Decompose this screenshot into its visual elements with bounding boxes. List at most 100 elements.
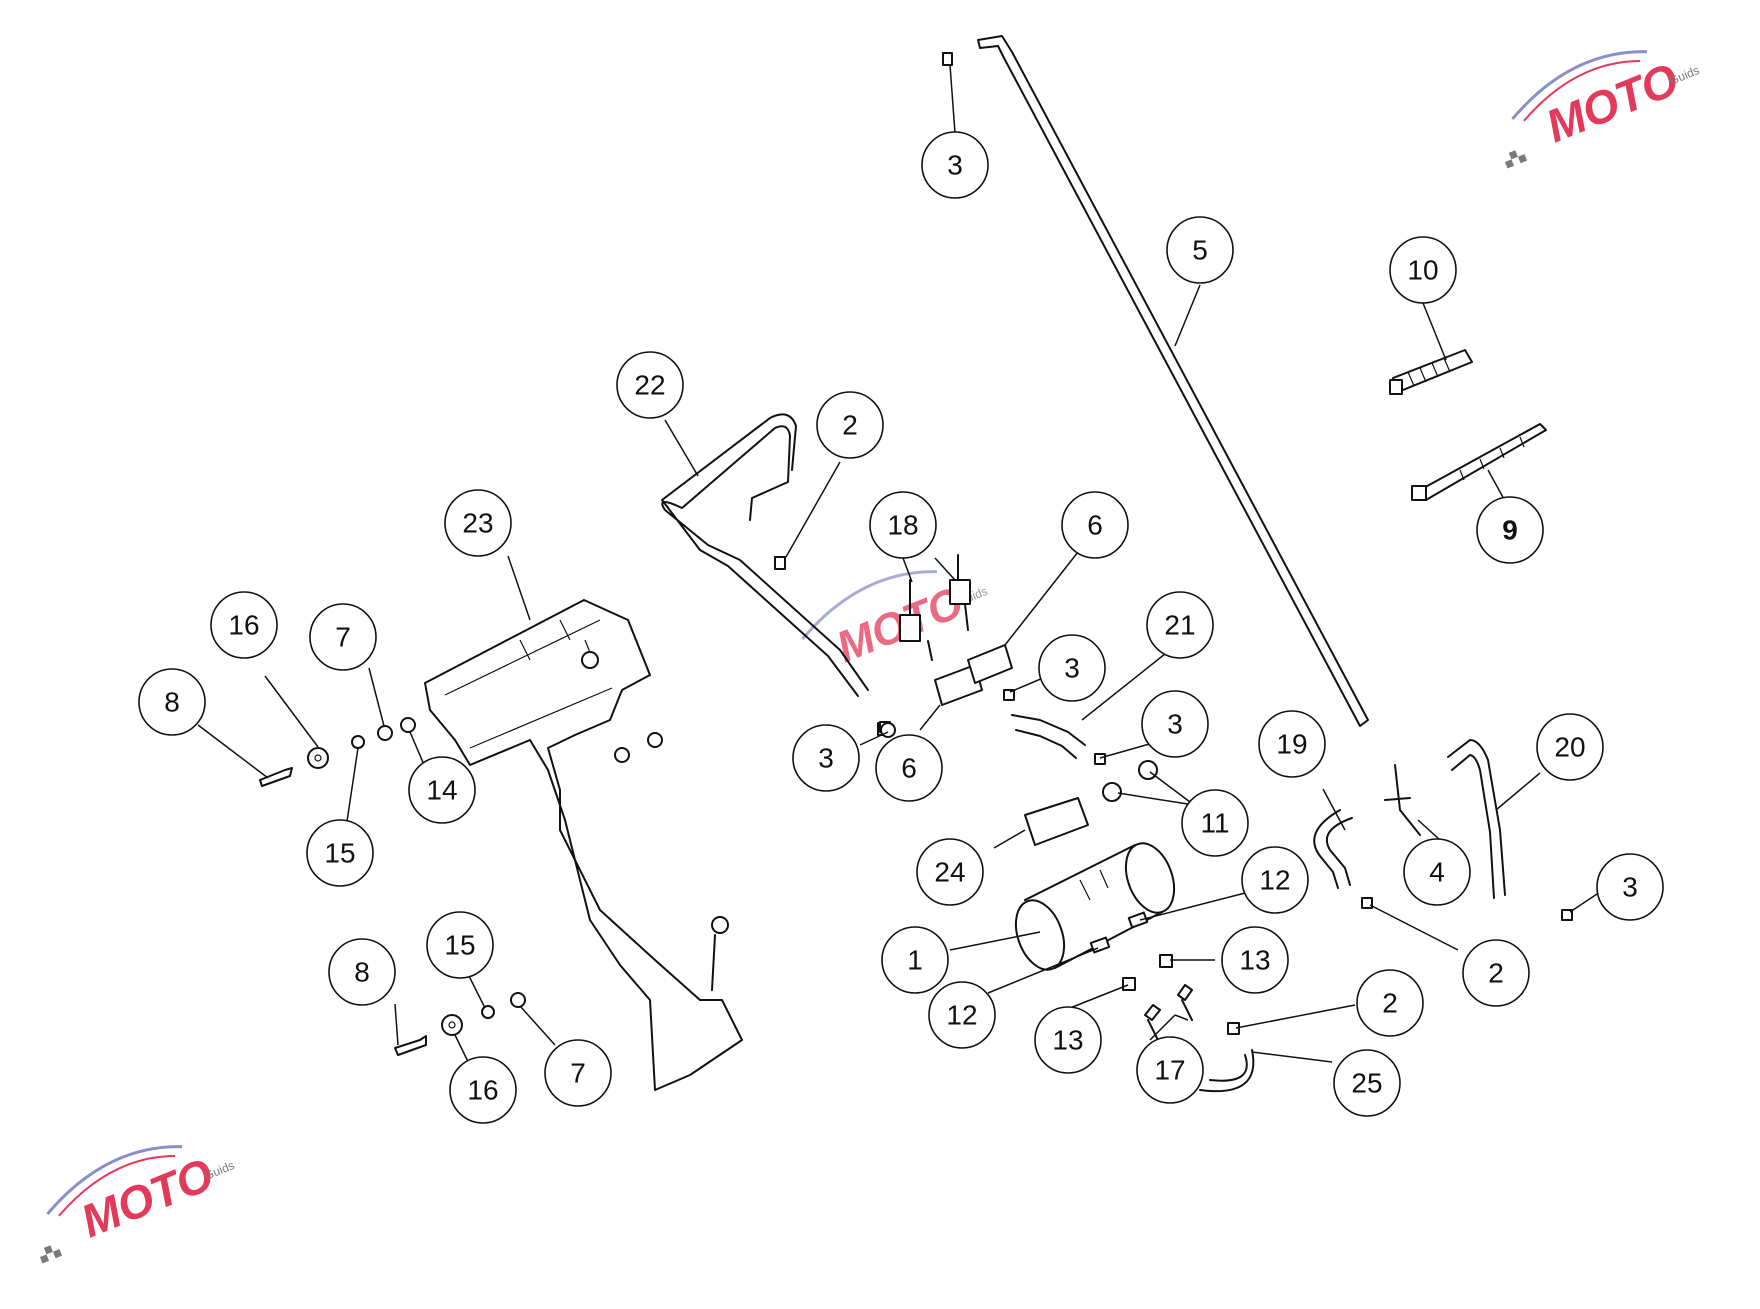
callout-12: 12	[1241, 846, 1309, 914]
part-washer-16b	[441, 1014, 463, 1036]
watermark-logo-bottom-left: MOTO Guids	[39, 1145, 236, 1264]
callout-15: 15	[426, 911, 494, 979]
callout-number: 25	[1351, 1068, 1382, 1099]
callout-circle	[616, 351, 684, 419]
callout-number: 1	[907, 945, 923, 976]
part-connector-6a	[934, 664, 983, 706]
callout-number: 3	[818, 743, 834, 774]
callout-circle	[875, 734, 943, 802]
part-washer-16a	[307, 747, 329, 769]
callout-circle	[306, 819, 374, 887]
callout-circle	[1034, 1006, 1102, 1074]
part-hose-20	[1447, 739, 1506, 899]
part-hose-19	[1313, 809, 1353, 889]
callout-number: 4	[1429, 857, 1445, 888]
callout-circle	[916, 838, 984, 906]
callout-21: 21	[1146, 591, 1214, 659]
callout-2: 2	[1462, 939, 1530, 1007]
callout-number: 11	[1200, 808, 1229, 839]
callout-circle	[426, 911, 494, 979]
callout-circle	[869, 491, 937, 559]
part-bolt-8b	[394, 1035, 427, 1056]
callout-2: 2	[816, 391, 884, 459]
callout-17: 17	[1136, 1036, 1204, 1104]
callout-circle	[544, 1039, 612, 1107]
callout-25: 25	[1333, 1049, 1401, 1117]
callout-3: 3	[1038, 634, 1106, 702]
part-hose-25	[1199, 1049, 1255, 1093]
watermark-brand: MOTO	[1539, 53, 1686, 153]
callout-11: 11	[1181, 789, 1249, 857]
callout-20: 20	[1536, 713, 1604, 781]
part-grommet-11b	[1138, 760, 1158, 780]
callout-circle	[1241, 846, 1309, 914]
callout-3: 3	[1596, 853, 1664, 921]
part-canister	[1014, 842, 1176, 971]
callout-number: 6	[1087, 510, 1103, 541]
callout-22: 22	[616, 351, 684, 419]
callout-number: 16	[467, 1075, 498, 1106]
callout-4: 4	[1403, 838, 1471, 906]
callout-number: 9	[1502, 515, 1518, 546]
callout-circle	[1536, 713, 1604, 781]
callout-number: 6	[901, 753, 917, 784]
part-nut-7a	[377, 725, 393, 741]
part-valve-18	[899, 554, 971, 661]
watermark-brand: MOTO	[74, 1148, 221, 1248]
callout-number: 5	[1192, 235, 1208, 266]
callout-number: 19	[1276, 729, 1307, 760]
part-grommet-11a	[1102, 782, 1122, 802]
callout-number: 8	[164, 687, 180, 718]
callout-number: 3	[1622, 872, 1638, 903]
callout-number: 18	[887, 510, 918, 541]
callout-circle	[1146, 591, 1214, 659]
callout-number: 13	[1239, 945, 1270, 976]
callout-number: 3	[947, 150, 963, 181]
callout-circle	[1356, 969, 1424, 1037]
callout-number: 16	[228, 610, 259, 641]
callout-number: 2	[1382, 988, 1398, 1019]
watermark-sub: Guids	[1667, 63, 1701, 88]
part-nut-15b	[481, 1005, 495, 1019]
callout-number: 8	[354, 957, 370, 988]
callout-23: 23	[444, 489, 512, 557]
callout-circle	[210, 591, 278, 659]
callout-number: 7	[335, 622, 351, 653]
callout-circle	[1476, 496, 1544, 564]
callout-number: 10	[1407, 255, 1438, 286]
part-nut-14	[400, 717, 416, 733]
part-bolt-17a	[1144, 1004, 1161, 1041]
callout-circle	[1258, 710, 1326, 778]
callout-number: 12	[946, 1000, 977, 1031]
callout-number: 14	[426, 775, 457, 806]
part-nut-15a	[351, 735, 365, 749]
callout-circle	[309, 603, 377, 671]
callout-3: 3	[1141, 690, 1209, 758]
leader-lines	[197, 64, 1604, 1077]
callout-number: 2	[842, 410, 858, 441]
callout-6: 6	[875, 734, 943, 802]
part-heat-shield-23	[424, 599, 743, 1091]
part-hose-22	[661, 413, 869, 697]
callout-circle	[816, 391, 884, 459]
callout-number: 22	[634, 370, 665, 401]
callout-circle	[1462, 939, 1530, 1007]
callout-9: 9	[1476, 496, 1544, 564]
part-bolt-8a	[259, 767, 293, 787]
callout-circle	[881, 926, 949, 994]
callout-7: 7	[544, 1039, 612, 1107]
callout-18: 18	[869, 491, 937, 559]
part-hose-21	[1011, 714, 1086, 759]
callout-1: 1	[881, 926, 949, 994]
callout-6: 6	[1061, 491, 1129, 559]
callout-number: 3	[1167, 709, 1183, 740]
callout-circle	[1333, 1049, 1401, 1117]
part-clip-top	[942, 52, 953, 66]
callout-8: 8	[328, 938, 396, 1006]
callout-14: 14	[408, 756, 476, 824]
callout-circle	[1038, 634, 1106, 702]
callout-circle	[449, 1056, 517, 1124]
callout-circle	[1136, 1036, 1204, 1104]
